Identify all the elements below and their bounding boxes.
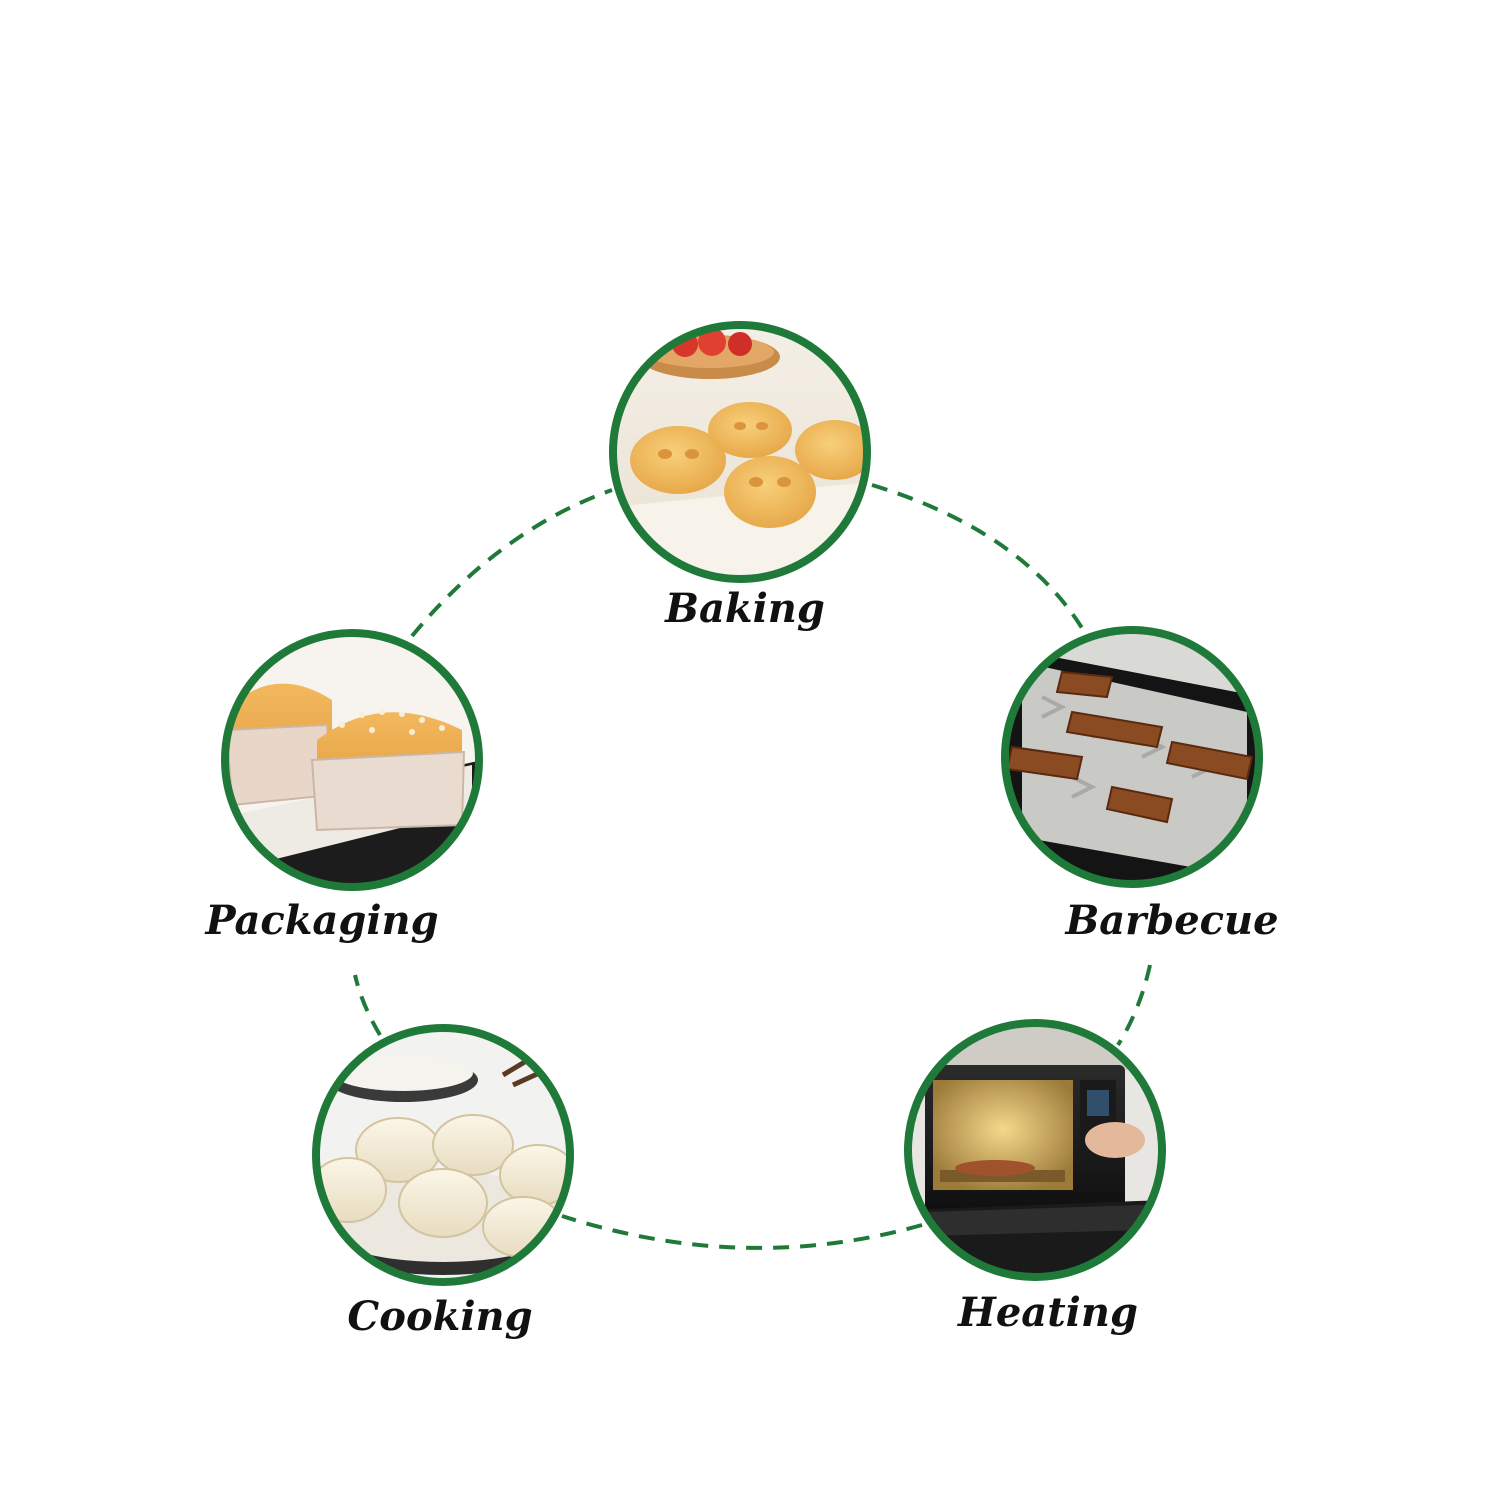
connector-baking-barbecue (871, 483, 1084, 630)
baking-label: Baking (664, 585, 825, 632)
steamed-buns-photo (319, 1031, 567, 1279)
baked-cookies-photo (616, 328, 864, 576)
microwave-oven-photo (911, 1026, 1159, 1274)
node-baking (609, 321, 871, 583)
node-packaging (221, 629, 483, 891)
barbecue-label: Barbecue (1064, 897, 1278, 944)
connector-barbecue-heating (1116, 964, 1152, 1047)
grilled-meat-on-tray-photo (1008, 633, 1256, 881)
connector-heating-cooking (561, 1214, 923, 1250)
cooking-ring (312, 1024, 574, 1286)
node-barbecue (1001, 626, 1263, 888)
baking-ring (609, 321, 871, 583)
cooking-label: Cooking (347, 1293, 532, 1340)
node-heating (904, 1019, 1166, 1281)
barbecue-ring (1001, 626, 1263, 888)
bread-loaves-in-paper-photo (228, 636, 476, 884)
connector-packaging-baking (410, 488, 613, 638)
packaging-label: Packaging (204, 897, 438, 944)
connector-cooking-packaging (353, 974, 382, 1037)
heating-ring (904, 1019, 1166, 1281)
heating-label: Heating (957, 1289, 1138, 1336)
connector-lines (353, 483, 1152, 1250)
packaging-ring (221, 629, 483, 891)
node-cooking (312, 1024, 574, 1286)
